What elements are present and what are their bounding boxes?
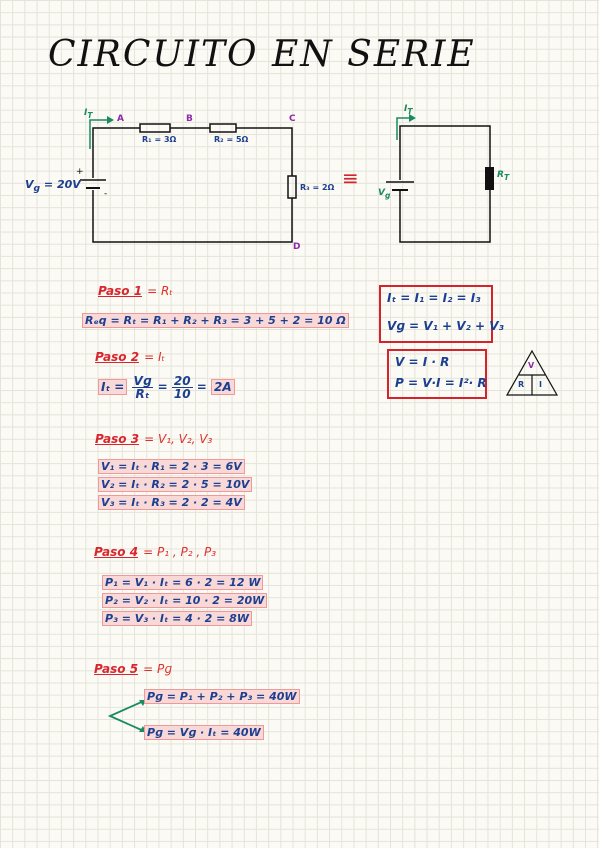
power-law: P = V·I = I²· R xyxy=(395,376,487,390)
resistor-r1 xyxy=(139,123,171,133)
step-4-line-3: P₃ = V₃ · Iₜ = 4 · 2 = 8W xyxy=(102,611,252,626)
node-d-label: D xyxy=(293,242,301,252)
circuit-wire xyxy=(236,127,293,176)
eq-resistor-label: RT xyxy=(497,170,510,182)
step-5-line-2: Pɡ = Vɡ · Iₜ = 40W xyxy=(144,725,264,740)
circuit-wire xyxy=(92,190,293,243)
current-arrow-icon xyxy=(396,117,412,140)
step-5-line-1: Pɡ = P₁ + P₂ + P₃ = 40W xyxy=(144,689,300,704)
series-circuit-diagram: + - xyxy=(76,114,494,243)
resistor-r3 xyxy=(287,175,297,199)
triangle-r: R xyxy=(518,380,525,389)
step-3-line-2: V₂ = Iₜ · R₂ = 2 · 5 = 10V xyxy=(98,477,253,492)
step-4-line-1: P₁ = V₁ · Iₜ = 6 · 2 = 12 W xyxy=(102,575,264,590)
r1-label: R₁ = 3Ω xyxy=(142,135,177,144)
node-b-label: B xyxy=(186,114,193,124)
step-5-heading: Paso 5 = Pɡ xyxy=(94,662,172,676)
circuit-wire xyxy=(92,127,140,178)
eq-voltage-label: Vg xyxy=(378,188,391,200)
page-title: CIRCUITO EN SERIE xyxy=(48,34,476,75)
step-3-line-1: V₁ = Iₜ · R₁ = 2 · 3 = 6V xyxy=(98,459,245,474)
current-rule: Iₜ = I₁ = I₂ = I₃ xyxy=(387,291,481,305)
ohm-law-box: V = I · R P = V·I = I²· R xyxy=(387,349,487,399)
step-4-line-2: P₂ = V₂ · Iₜ = 10 · 2 = 20W xyxy=(102,593,268,608)
step-2-heading: Paso 2 = Iₜ xyxy=(95,350,166,364)
triangle-v: V xyxy=(528,361,535,370)
svg-text:-: - xyxy=(104,189,107,199)
circuit-wire xyxy=(399,190,491,243)
step-3-heading: Paso 3 = V₁, V₂, V₃ xyxy=(95,432,213,446)
current-label: IT xyxy=(84,108,93,120)
node-a-label: A xyxy=(117,114,124,124)
series-rules-box: Iₜ = I₁ = I₂ = I₃ Vɡ = V₁ + V₂ + V₃ xyxy=(379,285,504,343)
step-4-heading: Paso 4 = P₁ , P₂ , P₃ xyxy=(94,545,217,559)
svg-text:+: + xyxy=(76,167,84,177)
current-arrow-icon xyxy=(89,119,110,149)
triangle-i: I xyxy=(539,380,542,389)
step-1-equation: Rₑq = Rₜ = R₁ + R₂ + R₃ = 3 + 5 + 2 = 10… xyxy=(82,313,349,328)
node-c-label: C xyxy=(289,114,296,124)
voltage-rule: Vɡ = V₁ + V₂ + V₃ xyxy=(387,319,504,333)
step-3-line-3: V₃ = Iₜ · R₃ = 2 · 2 = 4V xyxy=(98,495,245,510)
equivalent-resistor xyxy=(485,167,494,190)
r3-label: R₃ = 2Ω xyxy=(300,183,335,192)
equivalent-sign: ≡ xyxy=(342,166,359,190)
ohm-triangle-diagram xyxy=(505,349,559,396)
source-voltage-label: Vg = 20V xyxy=(25,178,81,195)
eq-current-label: IT xyxy=(404,104,413,116)
ohm-law: V = I · R xyxy=(395,355,450,369)
r2-label: R₂ = 5Ω xyxy=(214,135,249,144)
step-1-heading: Paso 1 = Rₜ xyxy=(98,284,173,298)
resistor-r2 xyxy=(209,123,237,133)
circuit-wire xyxy=(399,125,491,180)
